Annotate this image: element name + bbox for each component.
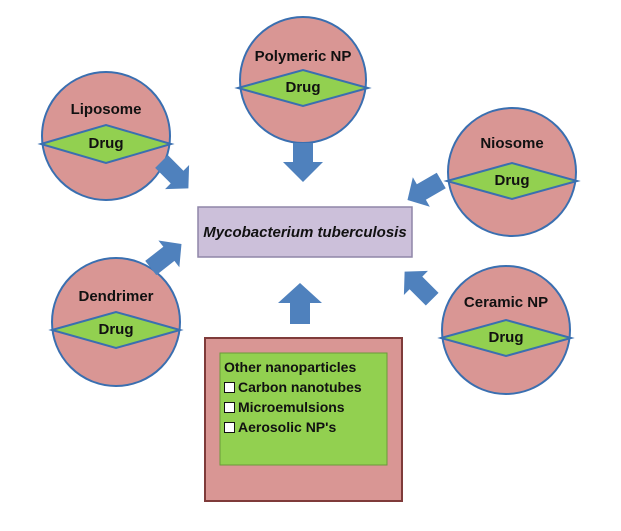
list-item-label: Aerosolic NP's: [238, 419, 337, 435]
checkbox-icon: [224, 421, 235, 433]
center-label: Mycobacterium tuberculosis: [203, 223, 407, 241]
checkbox-icon: [224, 381, 235, 393]
arrow-other: [278, 283, 322, 324]
list-item: Carbon nanotubes: [224, 377, 386, 397]
ceramic-np-node: [437, 265, 575, 395]
liposome-label: Liposome: [70, 101, 142, 118]
center-box: [197, 206, 413, 258]
ceramic-np-label: Ceramic NP: [463, 294, 549, 311]
polymeric-np-node: [234, 16, 372, 144]
list-item-label: Carbon nanotubes: [238, 379, 362, 395]
other-nanoparticles-title: Other nanoparticles: [224, 359, 357, 375]
dendrimer-label: Dendrimer: [78, 288, 154, 305]
polymeric-np-label: Polymeric NP: [254, 48, 352, 65]
polymeric-drug-label: Drug: [285, 79, 321, 96]
list-item: Aerosolic NP's: [224, 417, 386, 437]
other-nanoparticles-list: Other nanoparticles Carbon nanotubes Mic…: [224, 357, 386, 437]
list-item-label: Microemulsions: [238, 399, 345, 415]
dendrimer-drug-label: Drug: [98, 321, 134, 338]
list-item: Microemulsions: [224, 397, 386, 417]
liposome-node: [37, 71, 175, 201]
niosome-label: Niosome: [480, 135, 544, 152]
arrow-liposome: [155, 155, 190, 190]
ceramic-drug-label: Drug: [488, 329, 524, 346]
liposome-drug-label: Drug: [88, 135, 124, 152]
arrow-ceramic: [403, 270, 439, 306]
dendrimer-node: [48, 257, 184, 387]
checkbox-icon: [224, 401, 235, 413]
niosome-drug-label: Drug: [494, 172, 530, 189]
arrow-dendrimer: [145, 240, 182, 276]
arrow-niosome: [407, 172, 446, 207]
arrow-polymeric: [283, 143, 323, 182]
other-inner-box: [219, 352, 388, 466]
niosome-node: [443, 107, 581, 237]
